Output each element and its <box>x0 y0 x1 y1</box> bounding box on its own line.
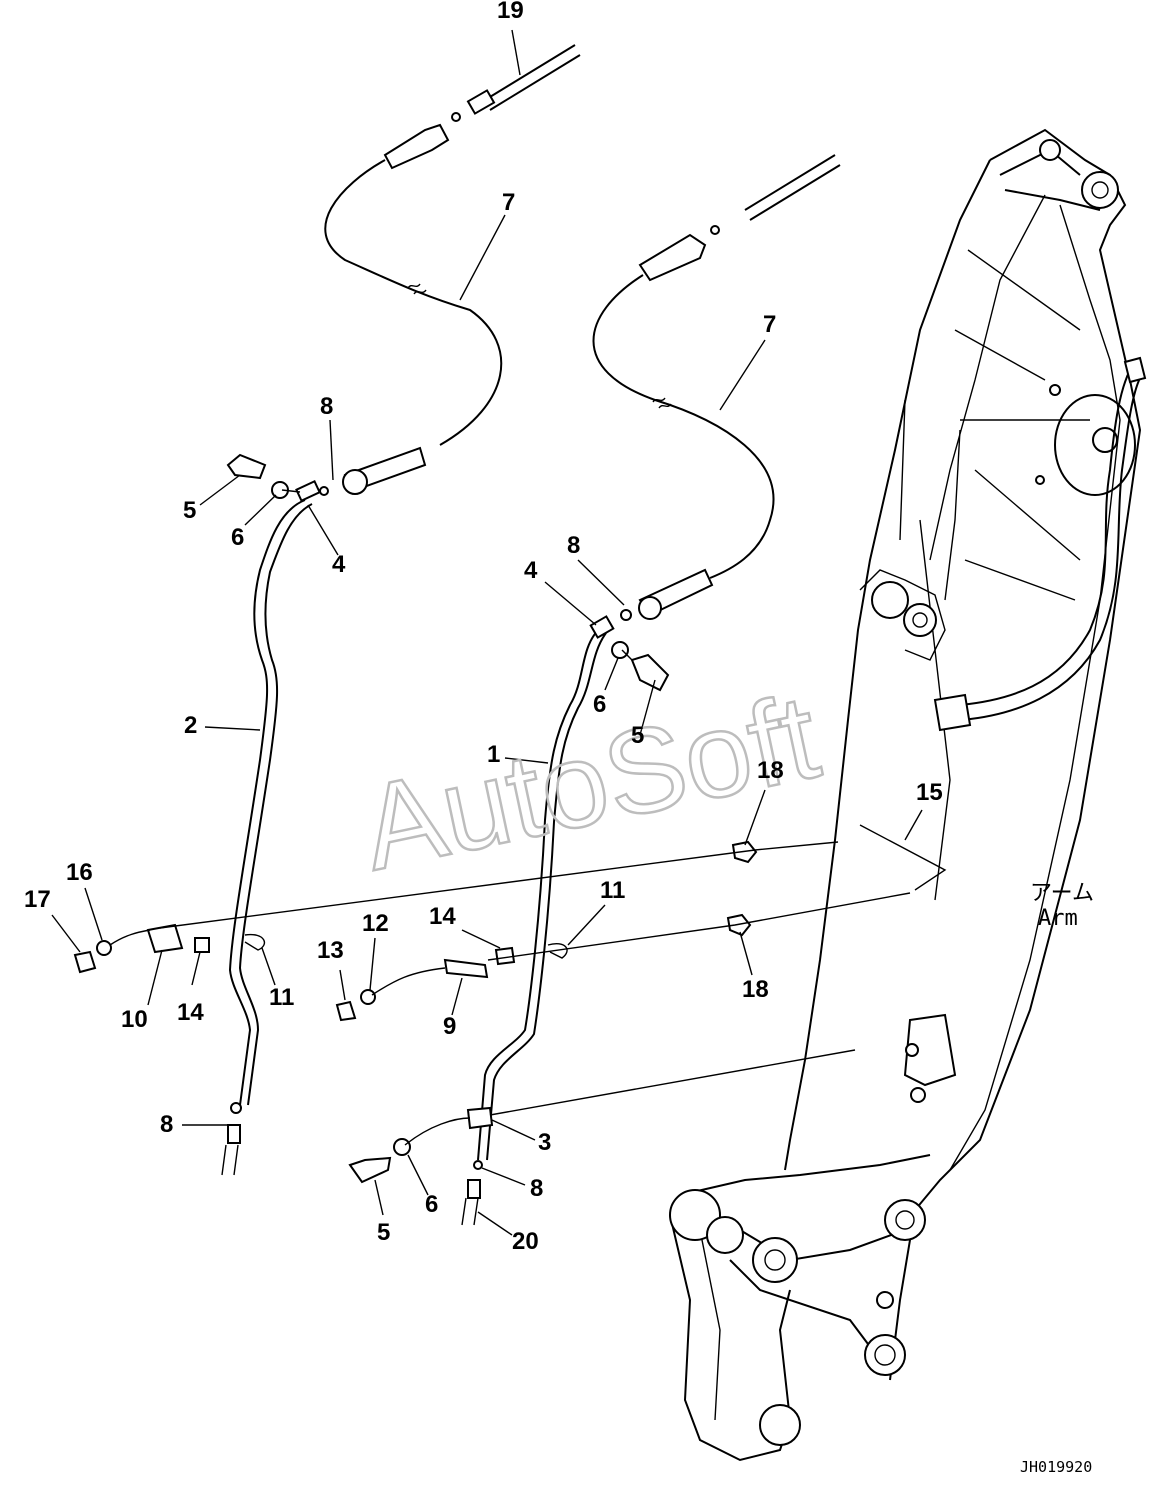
callout-20: 20 <box>512 1228 539 1255</box>
callout-7-right: 7 <box>763 311 776 338</box>
callout-2: 2 <box>184 712 197 739</box>
callout-15: 15 <box>916 779 943 806</box>
callout-8-upper: 8 <box>320 393 333 420</box>
callout-7-left: 7 <box>502 189 515 216</box>
callout-11-middle: 11 <box>600 877 625 904</box>
callout-12: 12 <box>362 910 389 937</box>
callout-6-lower: 6 <box>425 1191 438 1218</box>
callout-9: 9 <box>443 1013 456 1040</box>
arm-structure <box>669 128 1142 1462</box>
callout-8-middle: 8 <box>567 532 580 559</box>
arm-label-japanese: アーム <box>1030 881 1094 906</box>
arm-label-english: Arm <box>1038 906 1078 931</box>
callout-5-lower: 5 <box>377 1219 390 1246</box>
callout-11-left: 11 <box>269 984 294 1011</box>
callout-17: 17 <box>24 886 51 913</box>
part-callouts: 19 7 7 8 5 6 4 8 4 6 5 2 1 18 15 16 17 1… <box>24 0 943 1255</box>
callout-1: 1 <box>487 741 500 768</box>
callout-8-left-lower: 8 <box>160 1111 173 1138</box>
callout-18-lower: 18 <box>742 976 769 1003</box>
callout-14-left: 14 <box>177 999 204 1026</box>
callout-6-upper: 6 <box>231 524 244 551</box>
callout-6-middle: 6 <box>593 691 606 718</box>
callout-16: 16 <box>66 859 93 886</box>
callout-5-middle: 5 <box>631 722 644 749</box>
leader-lines <box>51 29 923 1236</box>
callout-10: 10 <box>121 1006 148 1033</box>
drawing-code: JH019920 <box>1020 1458 1092 1476</box>
callout-13: 13 <box>317 937 344 964</box>
fasteners <box>73 453 758 1184</box>
callout-3: 3 <box>538 1129 551 1156</box>
callout-4-upper: 4 <box>332 551 346 578</box>
pipe-assemblies <box>221 480 632 1226</box>
callout-14-middle: 14 <box>429 903 456 930</box>
callout-8-lower: 8 <box>530 1175 543 1202</box>
callout-19: 19 <box>497 0 524 24</box>
callout-18-upper: 18 <box>757 757 784 784</box>
assembly-lines <box>109 489 947 1146</box>
callout-4-middle: 4 <box>524 557 538 584</box>
callout-5-upper: 5 <box>183 497 196 524</box>
hose-assemblies <box>324 44 1147 732</box>
